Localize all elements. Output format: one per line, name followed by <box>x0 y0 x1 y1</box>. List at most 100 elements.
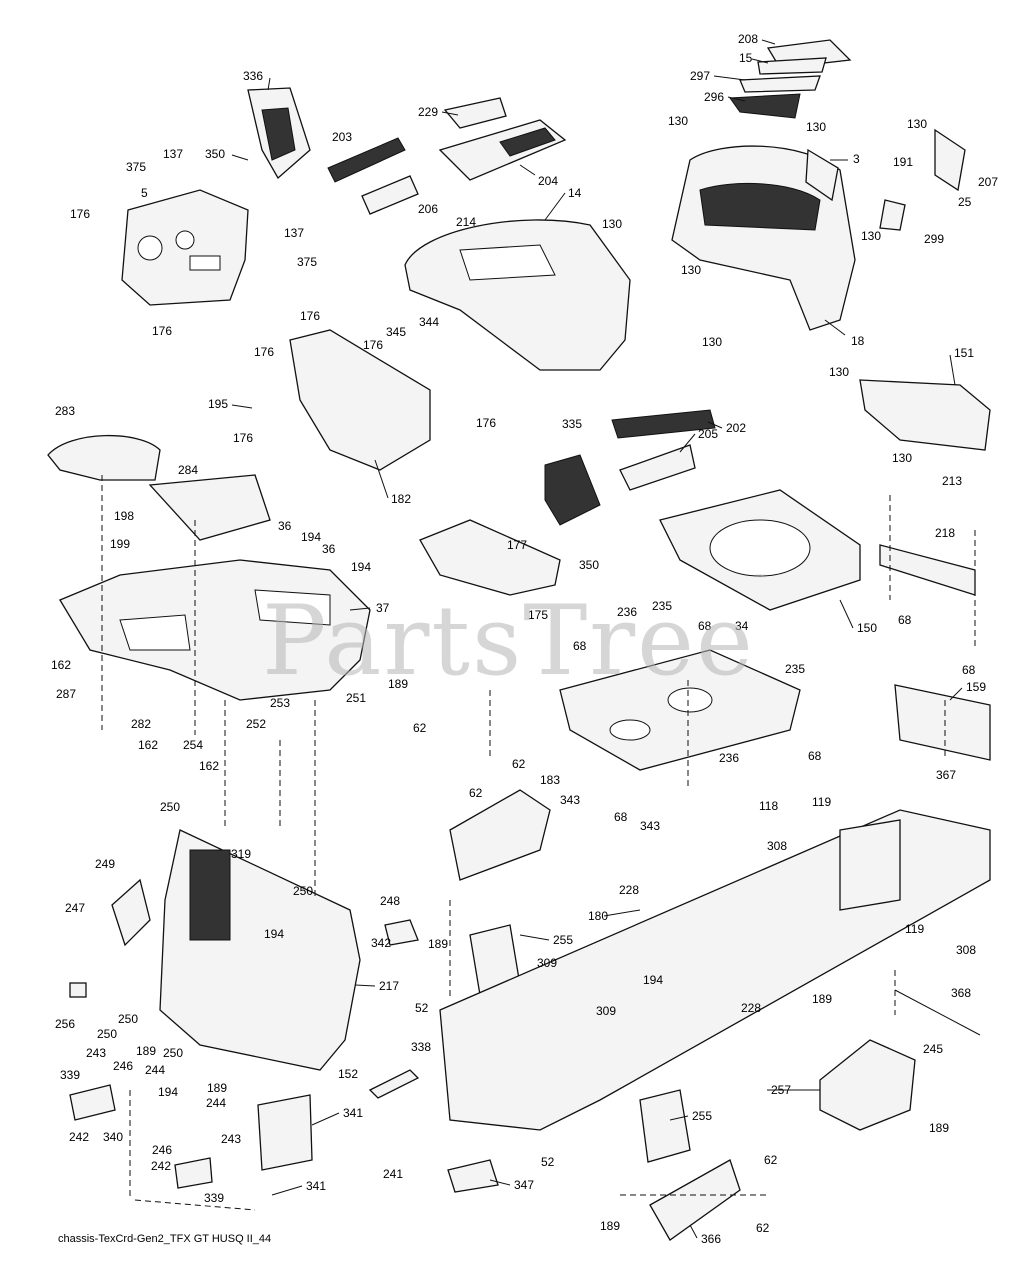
callout-342: 255 <box>553 933 573 947</box>
leader-lines <box>231 39 963 1239</box>
callout-366: 366 <box>701 1232 721 1246</box>
callout-299: 299 <box>924 232 944 246</box>
callout-177: 177 <box>507 538 527 552</box>
callout-176: 176 <box>152 324 172 338</box>
callout-137: 137 <box>163 147 183 161</box>
callout-250: 319 <box>231 847 251 861</box>
callout-137: 137 <box>284 226 304 240</box>
callout-243: 246 <box>113 1059 133 1073</box>
callout-213: 213 <box>942 474 962 488</box>
callout-287: 287 <box>56 687 76 701</box>
callout-218: 218 <box>935 526 955 540</box>
callout-162: 162 <box>138 738 158 752</box>
callout-151: 151 <box>954 346 974 360</box>
callout-282: 282 <box>131 717 151 731</box>
callout-297: 297 <box>690 69 710 83</box>
callout-249: 247 <box>65 901 85 915</box>
diagram-code: chassis-TexCrd-Gen2_TFX GT HUSQ II_44 <box>58 1233 272 1245</box>
callout-68: 68 <box>573 639 587 653</box>
callout-36: 36 <box>322 542 336 556</box>
callout-367: 183 <box>540 773 560 787</box>
callout-347: 347 <box>514 1178 534 1192</box>
callout-203: 203 <box>332 130 352 144</box>
callout-284: 284 <box>178 463 198 477</box>
callout-162: 162 <box>199 759 219 773</box>
callout-308: 250 <box>293 884 313 898</box>
callout-3: 3 <box>853 152 860 166</box>
callout-118: 119 <box>812 795 831 809</box>
callout-180: 180 <box>588 909 608 923</box>
callout-241: 241 <box>383 1167 403 1181</box>
callout-308: 250 <box>118 1012 138 1026</box>
callout-339: 338 <box>411 1040 431 1054</box>
callout-308: 250 <box>163 1046 183 1060</box>
callout-176: 176 <box>254 345 274 359</box>
callout-256: 52 <box>541 1155 555 1169</box>
callout-189: 189 <box>812 992 832 1006</box>
callout-189: 189 <box>136 1044 156 1058</box>
callout-182: 182 <box>391 492 411 506</box>
callout-159: 62 <box>413 721 427 735</box>
callout-119: 308 <box>767 839 787 853</box>
callout-191: 191 <box>893 155 913 169</box>
callout-68: 68 <box>898 613 912 627</box>
callout-342: 255 <box>692 1109 712 1123</box>
callout-68: 68 <box>808 749 822 763</box>
callout-130: 130 <box>602 217 622 231</box>
callout-236: 236 <box>719 751 739 765</box>
callout-253: 253 <box>270 696 290 710</box>
callout-207: 207 <box>978 175 998 189</box>
callout-199: 199 <box>110 537 130 551</box>
callout-246: 244 <box>145 1063 165 1077</box>
callout-62: 367 <box>936 768 956 782</box>
callout-198: 198 <box>114 509 134 523</box>
assembly-lines <box>101 475 976 1211</box>
callout-257: 242 <box>69 1130 89 1144</box>
callout-118: 119 <box>905 922 924 936</box>
callout-162: 162 <box>51 658 71 672</box>
callout-195: 195 <box>208 397 228 411</box>
callout-245: 243 <box>86 1046 106 1060</box>
callout-130: 130 <box>668 114 688 128</box>
callout-336: 336 <box>243 69 263 83</box>
callout-243: 246 <box>152 1143 172 1157</box>
callout-296: 296 <box>704 90 724 104</box>
callout-130: 130 <box>806 120 826 134</box>
callout-368: 256 <box>55 1017 75 1031</box>
callout-130: 130 <box>861 229 881 243</box>
callout-344: 344 <box>419 315 439 329</box>
callout-15: 15 <box>739 51 753 65</box>
callout-309: 217 <box>379 979 399 993</box>
callout-235: 235 <box>785 662 805 676</box>
callout-194: 194 <box>351 560 371 574</box>
callout-251: 251 <box>346 691 366 705</box>
callout-189: 189 <box>428 937 448 951</box>
callout-36: 36 <box>278 519 292 533</box>
callout-319: 249 <box>95 857 115 871</box>
callout-175: 175 <box>528 608 548 622</box>
callout-130: 130 <box>702 335 722 349</box>
callout-159: 62 <box>756 1221 770 1235</box>
callout-228: 228 <box>619 883 639 897</box>
watermark-text: PartsTree <box>262 585 755 697</box>
callout-206: 206 <box>418 202 438 216</box>
callout-257: 242 <box>151 1159 171 1173</box>
callout-228: 228 <box>741 1001 761 1015</box>
callout-244: 339 <box>204 1191 224 1205</box>
callout-248: 248 <box>380 894 400 908</box>
callout-229: 229 <box>418 105 438 119</box>
callout-308: 250 <box>97 1027 117 1041</box>
callout-252: 252 <box>246 717 266 731</box>
callout-34: 34 <box>735 619 749 633</box>
callout-194: 194 <box>264 927 284 941</box>
callout-130: 130 <box>907 117 927 131</box>
callout-176: 176 <box>476 416 496 430</box>
callout-130: 130 <box>892 451 912 465</box>
callout-194: 194 <box>301 530 321 544</box>
callout-176: 176 <box>233 431 253 445</box>
callout-341: 341 <box>306 1179 326 1193</box>
callout-343: 118 <box>759 799 778 813</box>
callout-159: 62 <box>512 757 526 771</box>
callout-183: 343 <box>640 819 660 833</box>
callout-255: 309 <box>537 956 557 970</box>
